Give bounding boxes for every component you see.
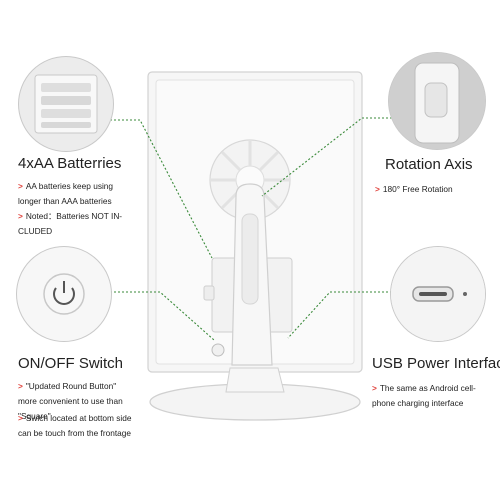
connector-lines xyxy=(106,117,392,341)
bullet-arrow-icon: > xyxy=(18,211,23,221)
power-switch-image xyxy=(16,246,112,342)
usb-port-image xyxy=(390,246,486,342)
bullet-arrow-icon: > xyxy=(375,184,380,194)
battery-note-2: >Noted：Batteries NOT IN-CLUDED xyxy=(18,211,123,236)
rotation-note-1: >180° Free Rotation xyxy=(375,184,453,194)
battery-title: 4xAA Batterries xyxy=(18,155,122,172)
rotation-axis-image xyxy=(388,52,486,150)
usb-note-1: >The same as Android cell-phone charging… xyxy=(372,383,476,408)
battery-compartment-image xyxy=(18,56,114,152)
battery-note-1: >AA batteries keep using longer than AAA… xyxy=(18,181,114,206)
switch-note-1: >"Updated Round Button" more convenient … xyxy=(18,381,123,421)
bullet-arrow-icon: > xyxy=(18,381,23,391)
bullet-arrow-icon: > xyxy=(372,383,377,393)
rotation-title: Rotation Axis xyxy=(385,156,473,173)
switch-note-2: >Swich located at bottom side can be tou… xyxy=(18,413,132,438)
usb-title: USB Power Interface xyxy=(372,355,500,372)
bullet-arrow-icon: > xyxy=(18,413,23,423)
bullet-arrow-icon: > xyxy=(18,181,23,191)
switch-title: ON/OFF Switch xyxy=(18,355,124,372)
